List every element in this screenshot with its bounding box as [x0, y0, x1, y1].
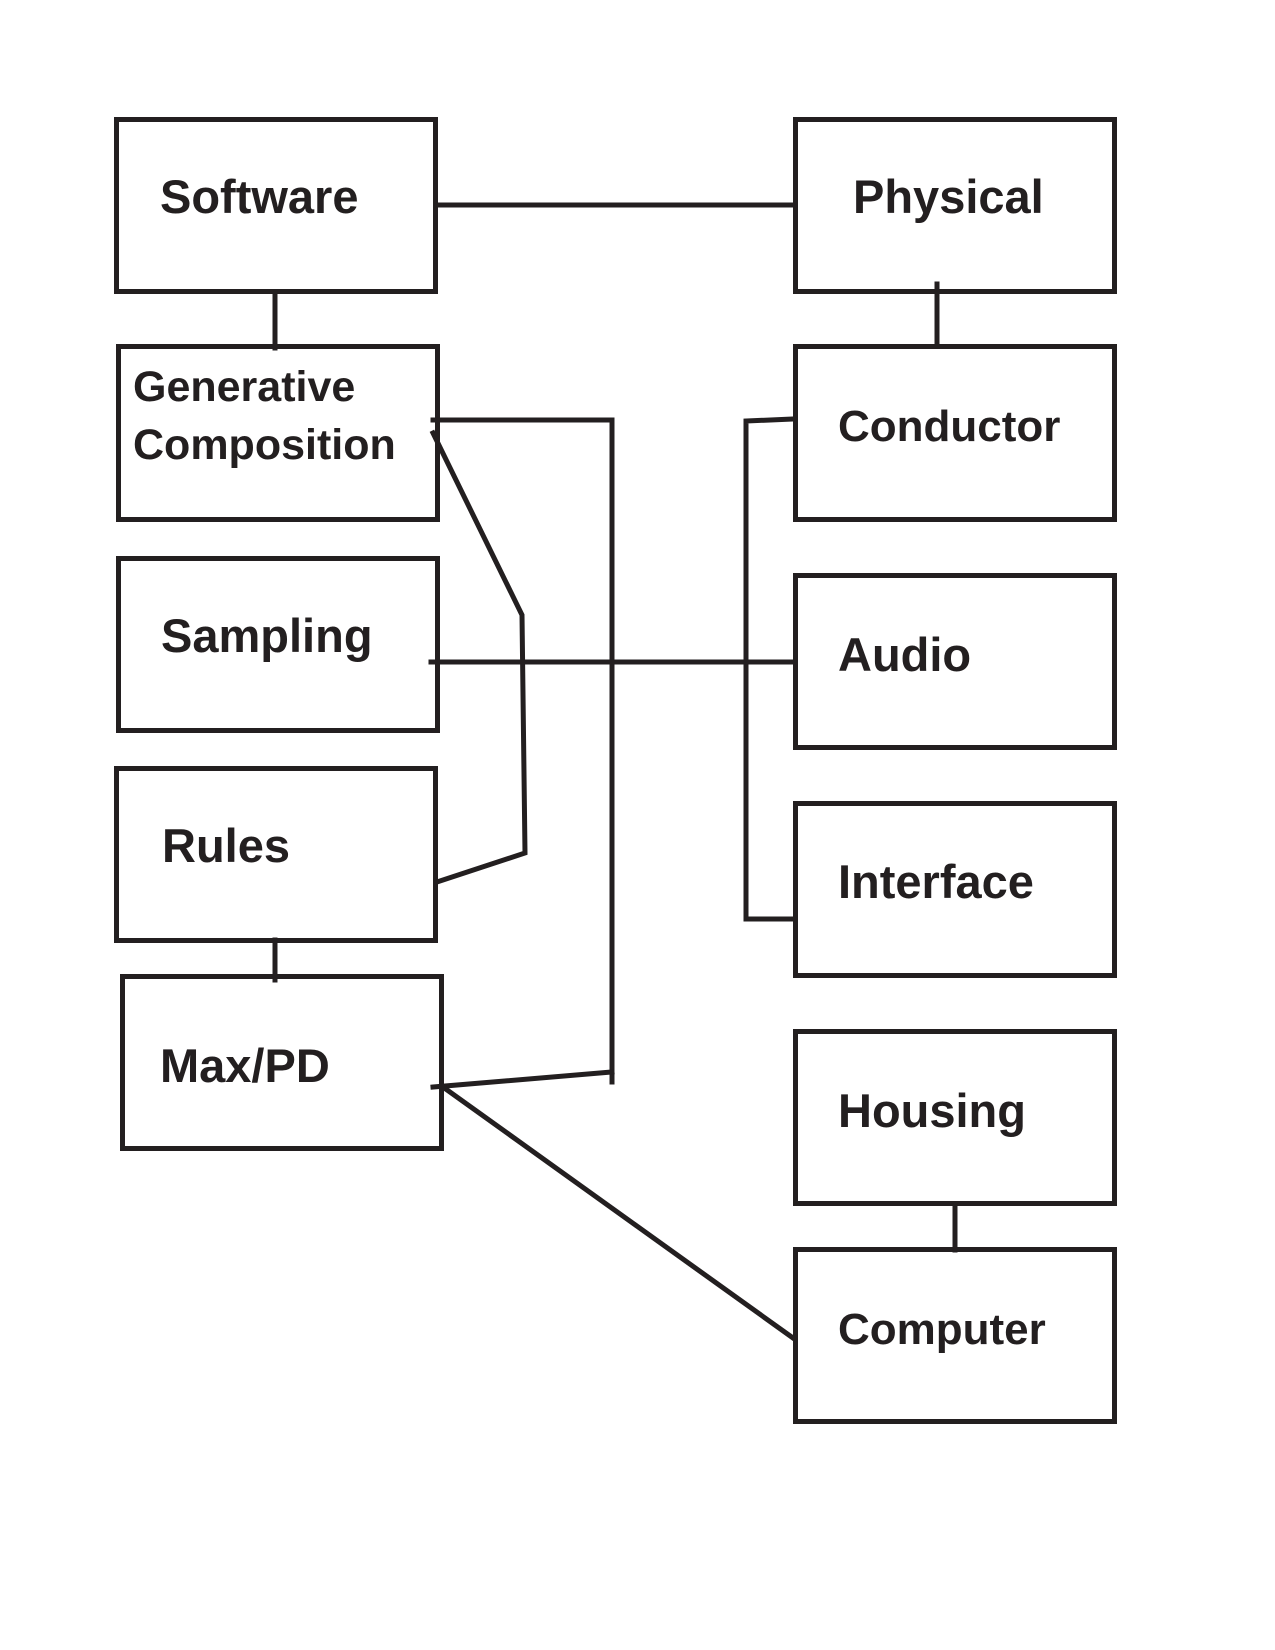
link-generative-rules — [429, 429, 528, 886]
node-interface — [793, 801, 1117, 978]
node-computer — [793, 1247, 1117, 1424]
node-generative-composition — [116, 344, 440, 522]
node-computer-label: Computer — [838, 1305, 1046, 1354]
node-software — [114, 117, 438, 294]
node-housing — [793, 1029, 1117, 1206]
node-housing-label: Housing — [838, 1084, 1026, 1137]
link-maxpd-bracket — [430, 1069, 615, 1090]
node-rules-label: Rules — [162, 819, 290, 872]
node-sampling — [116, 556, 440, 733]
link-generative-maxpd — [430, 417, 615, 1085]
node-physical-label: Physical — [853, 170, 1044, 223]
node-max-pd-label: Max/PD — [160, 1039, 330, 1092]
node-max-pd — [120, 974, 444, 1151]
node-conductor — [793, 344, 1117, 522]
node-conductor-label: Conductor — [838, 402, 1061, 451]
link-maxpd-computer — [439, 1083, 797, 1342]
node-audio — [793, 573, 1117, 750]
node-audio-label: Audio — [838, 628, 972, 681]
node-software-label: Software — [160, 170, 359, 223]
node-rules — [114, 766, 438, 943]
node-generative-composition-label: Generative Composition — [133, 363, 396, 469]
node-interface-label: Interface — [838, 855, 1034, 908]
link-conductor-interface — [743, 416, 796, 922]
node-physical — [793, 117, 1117, 294]
node-sampling-label: Sampling — [161, 609, 373, 662]
